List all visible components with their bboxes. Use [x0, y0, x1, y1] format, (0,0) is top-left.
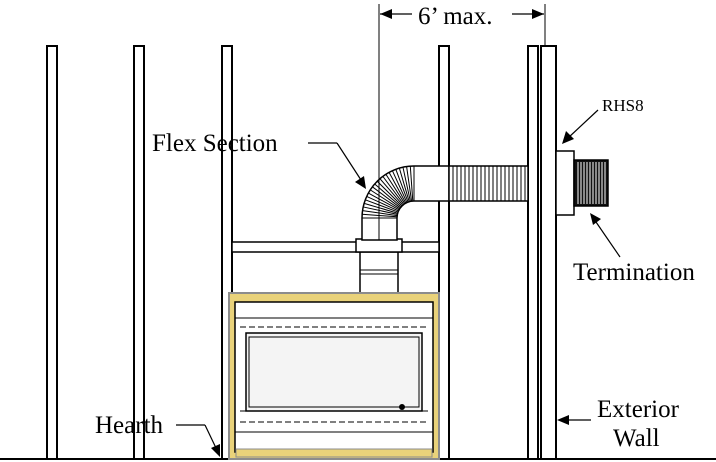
exterior-wall — [541, 46, 556, 459]
firebox-glass — [246, 333, 422, 411]
termination-label: Termination — [573, 259, 695, 286]
wall-stud-2 — [134, 46, 144, 459]
distance-label: 6’ max. — [418, 3, 493, 30]
header-board — [232, 242, 439, 252]
exterior-wall-label-line2: Wall — [613, 425, 660, 452]
flex-elbow — [362, 166, 449, 240]
termination-cap — [556, 151, 608, 215]
wall-stud-5 — [528, 46, 538, 459]
hearth-label: Hearth — [95, 412, 164, 439]
wall-stud-4 — [439, 46, 449, 459]
horizontal-flex-pipe — [449, 166, 528, 201]
vertical-vent-pipe — [360, 252, 398, 294]
exterior-wall-label-line1: Exterior — [597, 396, 680, 423]
rhs8-label: RHS8 — [602, 96, 644, 115]
wall-stud-1 — [47, 46, 57, 459]
fireplace-unit — [229, 293, 439, 459]
flex-section-label: Flex Section — [152, 130, 278, 157]
